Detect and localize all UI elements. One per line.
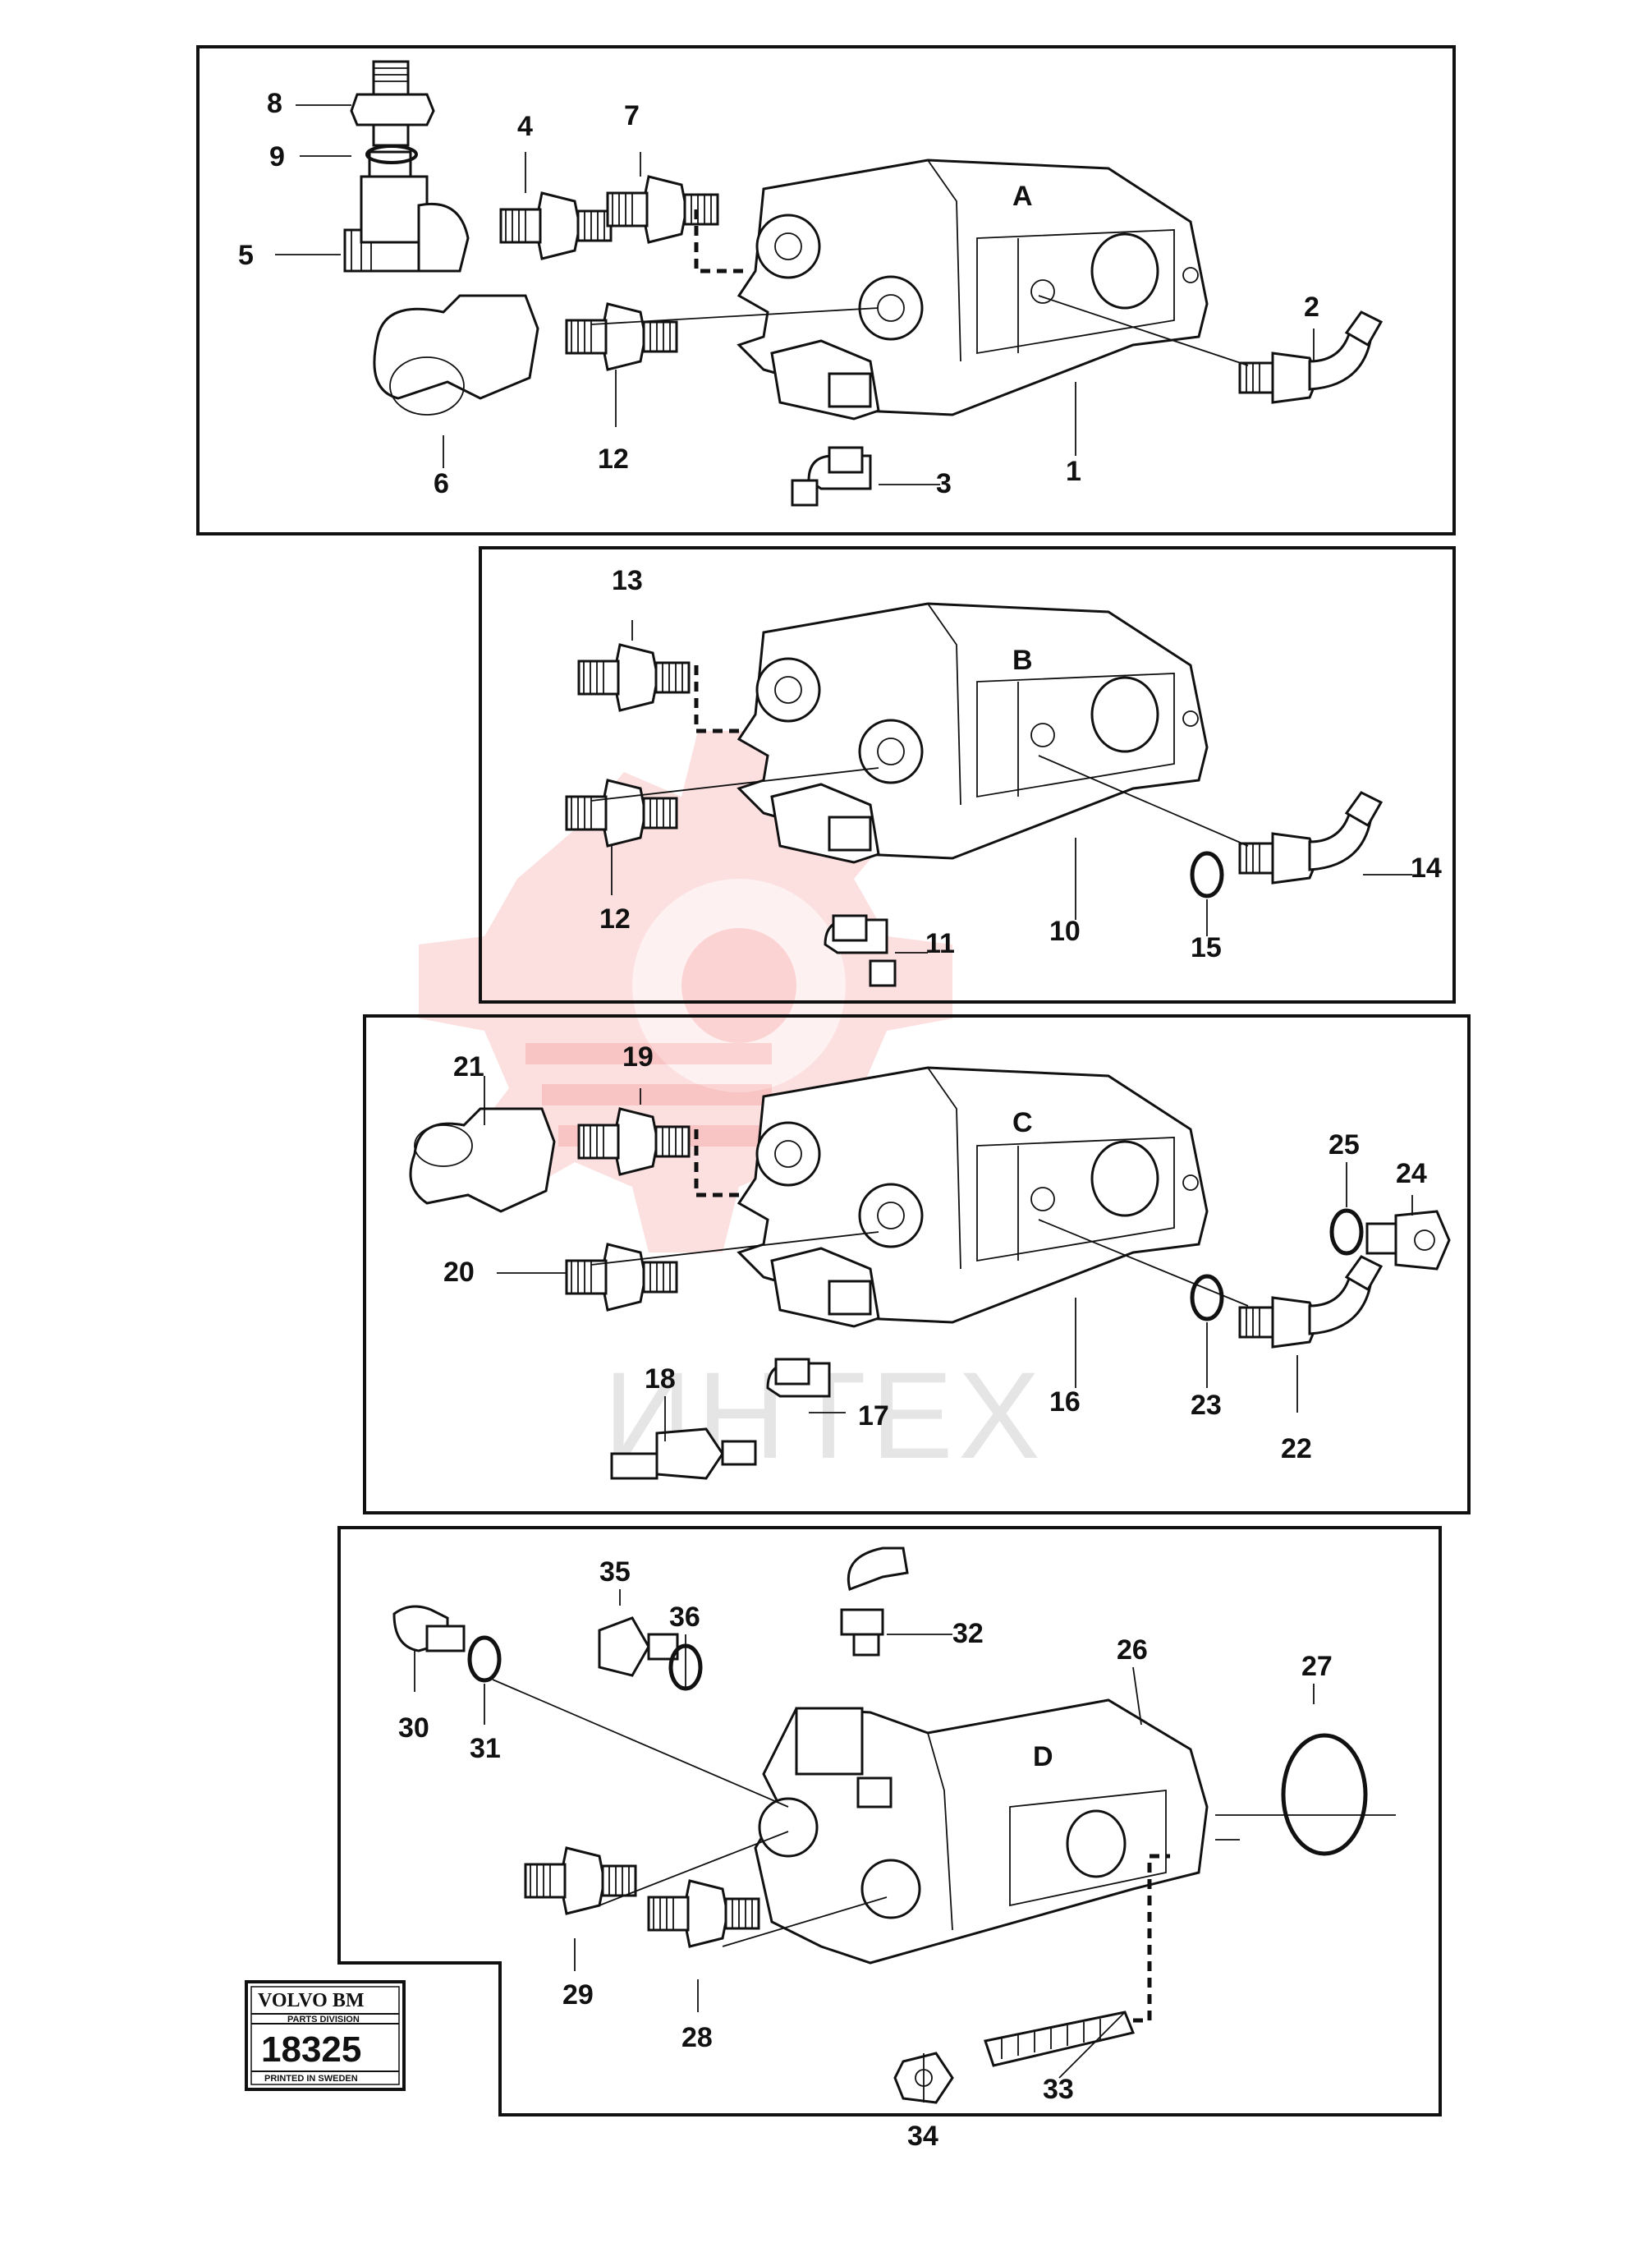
stamp-printed: PRINTED IN SWEDEN	[264, 2074, 358, 2084]
section-b-drawing	[565, 602, 1412, 987]
part-label-29: 29	[562, 1979, 594, 2011]
part-label-15: 15	[1191, 932, 1222, 963]
section-frame-d	[337, 1526, 1442, 2116]
part-label-16: 16	[1049, 1386, 1081, 1418]
section-c-drawing	[409, 1066, 1451, 1480]
section-letter-d: D	[1033, 1741, 1053, 1772]
part-label-32: 32	[952, 1618, 984, 1649]
part-label-9: 9	[269, 141, 285, 172]
part-label-5: 5	[238, 240, 254, 271]
part-label-33: 33	[1043, 2074, 1074, 2105]
part-label-26: 26	[1117, 1634, 1148, 1666]
section-frame-b	[479, 546, 1456, 1004]
part-label-31: 31	[470, 1733, 501, 1764]
part-label-3: 3	[936, 468, 952, 499]
part-label-17: 17	[858, 1400, 889, 1432]
section-letter-c: C	[1012, 1107, 1033, 1138]
part-label-10: 10	[1049, 916, 1081, 947]
part-label-4: 4	[517, 111, 533, 142]
volvo-bm-stamp: VOLVO BM PARTS DIVISION 18325 PRINTED IN…	[245, 1980, 406, 2091]
part-label-2: 2	[1304, 292, 1319, 323]
part-label-30: 30	[398, 1712, 429, 1744]
section-d-drawing	[392, 1547, 1396, 2104]
stamp-number: 18325	[261, 2029, 361, 2070]
part-label-19: 19	[622, 1041, 654, 1073]
part-label-36: 36	[669, 1602, 700, 1633]
part-label-7: 7	[624, 100, 640, 131]
section-letter-a: A	[1012, 181, 1033, 212]
part-label-6: 6	[434, 468, 449, 499]
part-label-1: 1	[1066, 456, 1081, 487]
part-label-12-b: 12	[599, 903, 631, 935]
part-label-22: 22	[1281, 1433, 1312, 1464]
section-letter-b: B	[1012, 645, 1033, 676]
part-label-11: 11	[925, 928, 955, 959]
section-frame-a	[196, 45, 1456, 535]
part-label-25: 25	[1328, 1129, 1360, 1160]
part-label-14: 14	[1411, 853, 1442, 884]
section-a-drawing	[275, 60, 1383, 507]
part-label-12-a: 12	[598, 444, 629, 475]
part-label-21: 21	[453, 1051, 484, 1082]
part-label-20: 20	[443, 1257, 475, 1288]
part-label-27: 27	[1301, 1651, 1333, 1682]
part-label-35: 35	[599, 1556, 631, 1588]
stamp-brand: VOLVO BM	[258, 1990, 365, 2011]
stamp-division: PARTS DIVISION	[287, 2015, 360, 2025]
part-label-28: 28	[681, 2022, 713, 2053]
part-label-18: 18	[645, 1363, 676, 1395]
part-label-13: 13	[612, 565, 643, 596]
part-label-24: 24	[1396, 1158, 1427, 1189]
section-frame-c	[363, 1014, 1471, 1514]
part-label-23: 23	[1191, 1390, 1222, 1421]
part-label-34: 34	[907, 2121, 938, 2152]
part-label-8: 8	[267, 88, 282, 119]
